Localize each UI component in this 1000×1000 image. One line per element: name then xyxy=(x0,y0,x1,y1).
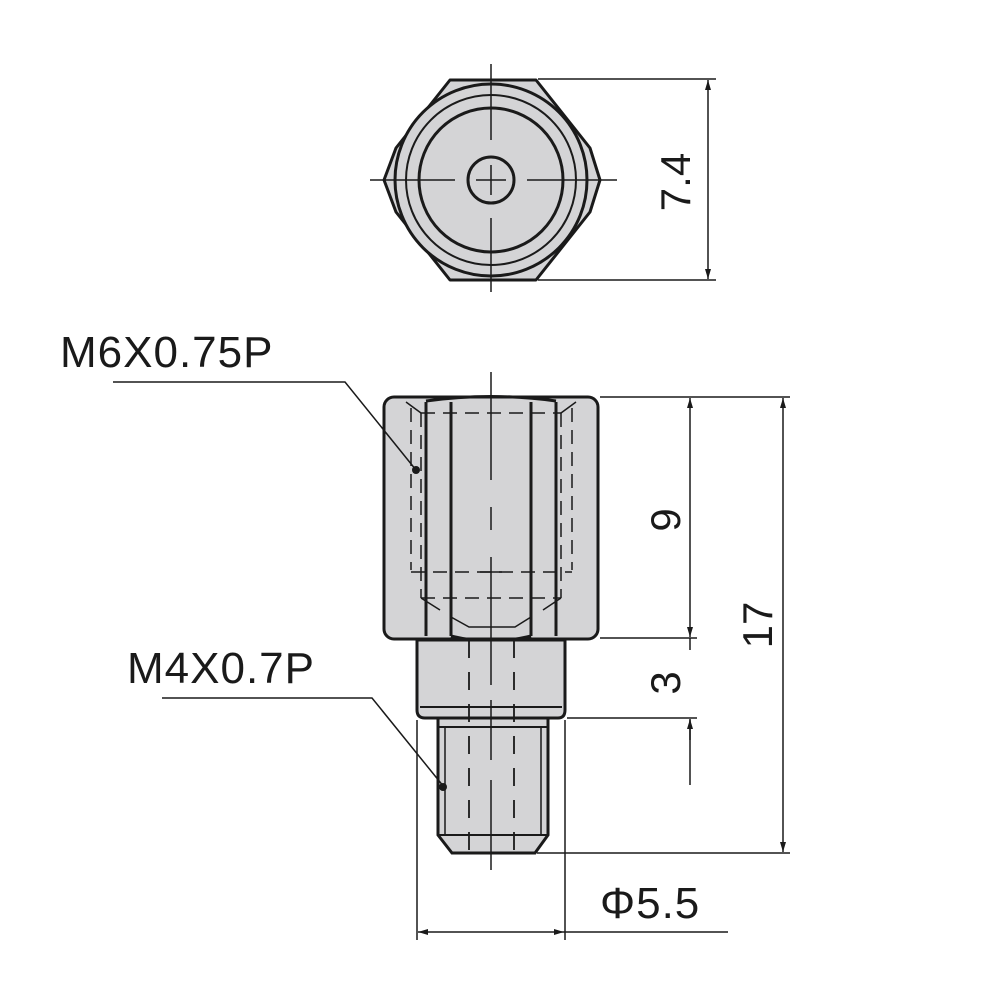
callout-lower-thread: M4X0.7P xyxy=(127,644,315,693)
dim-label-hex: 7.4 xyxy=(652,153,699,211)
drill-point xyxy=(405,401,577,628)
top-view: 7.4 xyxy=(370,64,716,292)
threaded-stud xyxy=(436,716,550,855)
dimension-lines xyxy=(418,398,786,935)
extension-lines xyxy=(416,396,790,940)
hidden-thread-m4 xyxy=(468,640,515,850)
dim-label-neck-length: 3 xyxy=(642,671,689,694)
center-lines xyxy=(370,64,617,292)
callout-upper-thread: M6X0.75P xyxy=(60,328,273,377)
callout-leaders xyxy=(113,381,445,788)
leader-dot-m4 xyxy=(439,783,447,791)
dim-label-neck-diameter: Φ5.5 xyxy=(600,879,700,928)
stud-details xyxy=(438,726,548,836)
dim-hex-across-flats xyxy=(538,78,716,281)
leader-dot-m6 xyxy=(412,466,420,474)
side-center-line xyxy=(480,372,502,870)
side-view: M6X0.75P M4X0.7P 9 3 17 Φ5.5 xyxy=(60,328,790,940)
dim-label-hex-length: 9 xyxy=(642,508,689,531)
dim-label-overall-length: 17 xyxy=(734,602,781,649)
